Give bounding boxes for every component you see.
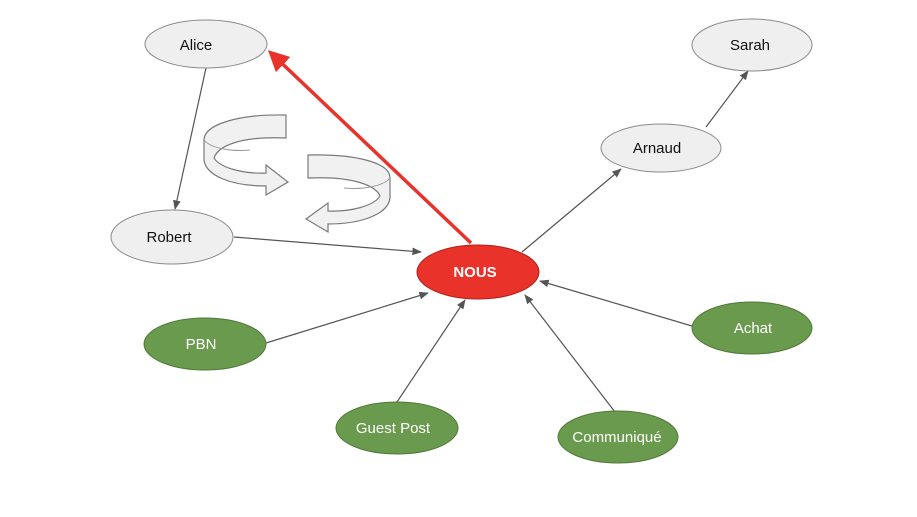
edge-nous-arnaud [521, 168, 622, 253]
node-alice-label: Alice [180, 37, 213, 54]
edge-achat-nous [539, 279, 693, 327]
node-guest-post-label: Guest Post [356, 420, 431, 437]
edge-pbn-nous [265, 291, 429, 344]
edge-robert-nous [233, 236, 422, 256]
node-guest-post[interactable]: Guest Post [335, 401, 459, 455]
node-sarah-label: Sarah [730, 37, 770, 54]
node-communique-label: Communiqué [572, 429, 661, 446]
node-alice[interactable]: Alice [144, 19, 268, 69]
node-nous-label: NOUS [453, 264, 496, 281]
node-nous[interactable]: NOUS [416, 244, 540, 300]
node-robert[interactable]: Robert [110, 209, 234, 265]
edge-communique-nous [524, 294, 616, 413]
edge-nous-alice-highlight [267, 50, 473, 245]
edge-arnaud-sarah [705, 70, 749, 128]
rotation-arrow-right-icon [203, 114, 290, 197]
node-arnaud-label: Arnaud [633, 140, 681, 157]
edge-alice-robert [173, 67, 207, 210]
node-pbn[interactable]: PBN [143, 317, 267, 371]
node-communique[interactable]: Communiqué [557, 410, 679, 464]
node-arnaud[interactable]: Arnaud [600, 123, 722, 173]
node-pbn-label: PBN [186, 336, 217, 353]
node-robert-label: Robert [146, 229, 192, 246]
rotation-arrow-left-icon [304, 154, 391, 234]
node-achat-label: Achat [734, 320, 773, 337]
node-achat[interactable]: Achat [691, 301, 813, 355]
node-sarah[interactable]: Sarah [691, 18, 813, 72]
edge-guest-post-nous [396, 299, 466, 403]
